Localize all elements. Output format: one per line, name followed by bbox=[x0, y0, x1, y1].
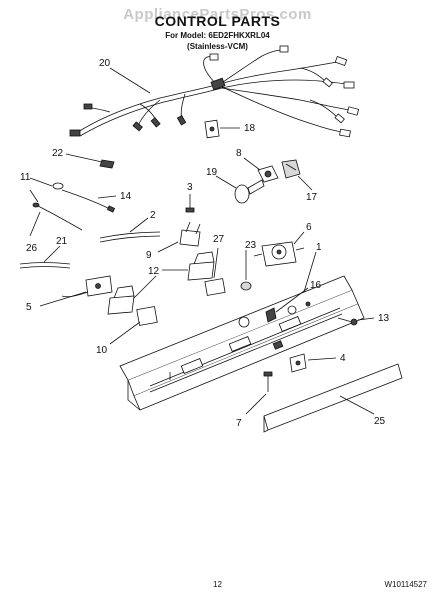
plate-part-18: 18 bbox=[204, 119, 256, 139]
tube-part-21: 21 bbox=[19, 236, 71, 269]
lamp-socket-part-8: 8 bbox=[236, 148, 279, 183]
callout-14: 14 bbox=[120, 191, 132, 202]
callout-16: 16 bbox=[310, 280, 322, 291]
callout-1: 1 bbox=[316, 242, 322, 253]
callout-17: 17 bbox=[306, 192, 318, 203]
callout-6: 6 bbox=[306, 222, 312, 233]
callout-10: 10 bbox=[96, 345, 108, 356]
switch-part-12: 12 bbox=[107, 251, 215, 315]
callout-19: 19 bbox=[206, 167, 218, 178]
knob-part-23: 23 bbox=[240, 240, 257, 291]
document-code: W10114527 bbox=[384, 580, 427, 589]
callout-26: 26 bbox=[26, 243, 38, 254]
callout-4: 4 bbox=[340, 353, 346, 364]
callout-20: 20 bbox=[99, 58, 111, 69]
callout-22: 22 bbox=[52, 148, 64, 159]
control-housing-part-1: 1 bbox=[119, 242, 365, 411]
callout-12: 12 bbox=[148, 266, 160, 277]
callout-2: 2 bbox=[150, 210, 156, 221]
switch-part-9: 9 bbox=[146, 221, 201, 261]
wire-harness-part-20: 20 bbox=[69, 45, 360, 138]
screw-part-13: 13 bbox=[337, 313, 390, 326]
callout-18: 18 bbox=[244, 123, 256, 134]
callout-27: 27 bbox=[213, 234, 225, 245]
bracket-part-4: 4 bbox=[289, 353, 346, 373]
page-number: 12 bbox=[213, 580, 222, 589]
label-part-27: 27 bbox=[204, 234, 226, 296]
page-title: CONTROL PARTS bbox=[154, 13, 281, 29]
damper-switch-part-5: 5 bbox=[26, 275, 113, 313]
callout-7: 7 bbox=[236, 418, 242, 429]
callout-21: 21 bbox=[56, 236, 68, 247]
callout-13: 13 bbox=[378, 313, 390, 324]
callout-23: 23 bbox=[245, 240, 257, 251]
model-line: For Model: 6ED2FHKXRL04 bbox=[165, 31, 270, 40]
light-bulb-part-19: 19 bbox=[206, 167, 265, 204]
callout-11: 11 bbox=[20, 172, 31, 183]
probe-wire-part-14: 14 bbox=[61, 189, 132, 213]
callout-25: 25 bbox=[374, 416, 386, 427]
label-part-10: 10 bbox=[96, 306, 158, 356]
callout-5: 5 bbox=[26, 302, 32, 313]
screw-part-3: 3 bbox=[185, 182, 195, 213]
callout-9: 9 bbox=[146, 250, 152, 261]
grommet-part-11: 11 bbox=[20, 172, 64, 190]
control-assembly-part-6: 6 bbox=[253, 222, 312, 267]
tube-part-2: 2 bbox=[99, 210, 161, 243]
clip-part-22: 22 bbox=[52, 148, 115, 169]
lamp-holder-part-17: 17 bbox=[281, 159, 318, 203]
watermark: AppliancePartsPros.com bbox=[123, 6, 312, 23]
sensor-probe-part-26: 26 bbox=[26, 189, 83, 254]
callout-3: 3 bbox=[187, 182, 193, 193]
trim-strip-part-25: 25 bbox=[263, 363, 403, 433]
callout-8: 8 bbox=[236, 148, 242, 159]
screw-part-7: 7 bbox=[236, 371, 273, 429]
clip-part-16: 16 bbox=[265, 280, 322, 323]
variant-line: (Stainless-VCM) bbox=[187, 42, 248, 51]
